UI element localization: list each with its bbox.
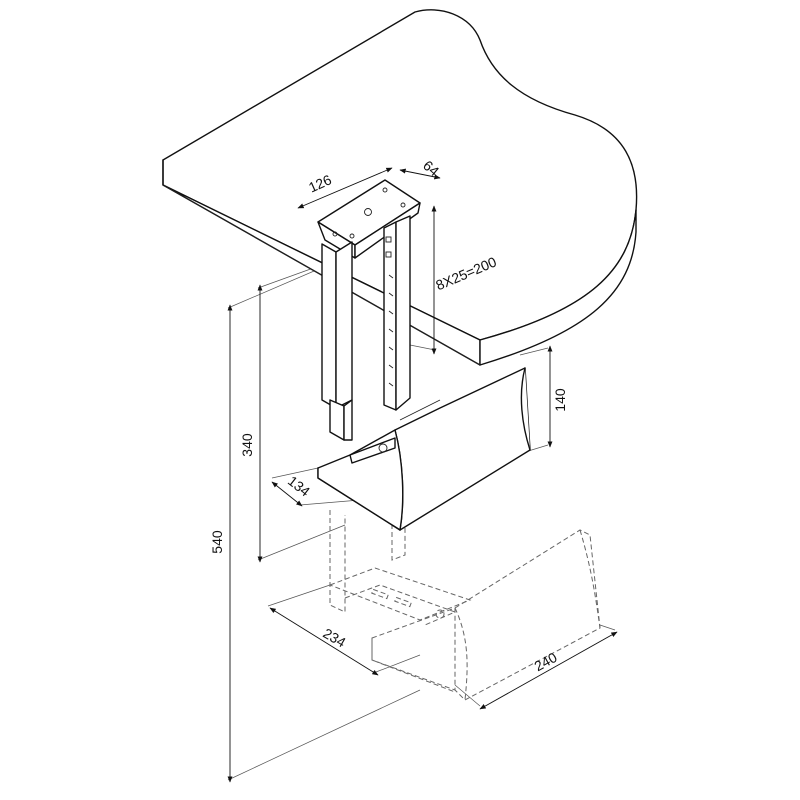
holder-cradle [317,367,531,531]
dim-label-234: 234 [320,625,348,651]
dim-label-140: 140 [552,388,568,412]
dim-label-240: 240 [531,649,559,674]
dim-label-340: 340 [239,433,255,457]
dim-label-540: 540 [209,530,225,554]
lower-holder-position [328,498,601,701]
dimension-lines [227,167,618,783]
mounting-bracket [317,179,421,441]
